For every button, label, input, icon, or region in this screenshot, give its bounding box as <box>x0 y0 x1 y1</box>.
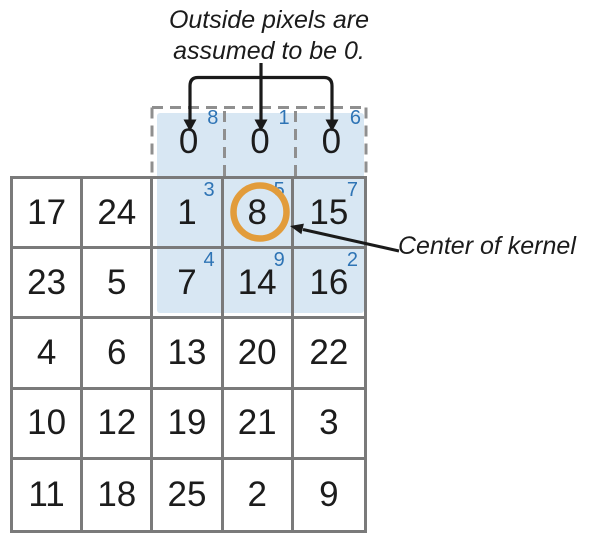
pixel-value: 20 <box>237 332 277 372</box>
outside-pixels-caption: Outside pixels are assumed to be 0. <box>116 5 422 67</box>
matrix-cell: 22 <box>293 319 364 390</box>
matrix-cell: 23 <box>13 249 84 320</box>
matrix-cell: 2 <box>224 459 294 530</box>
matrix-cell: 24 <box>83 179 154 250</box>
pixel-value: 6 <box>107 332 127 372</box>
matrix-cell: 10 <box>13 389 84 460</box>
kernel-weight: 7 <box>346 179 358 201</box>
pixel-value: 0 <box>250 121 270 161</box>
zero-padding-row: 8 0 1 0 6 0 <box>153 107 367 176</box>
pixel-value: 3 <box>319 403 339 443</box>
caption-line-1: Outside pixels are <box>168 6 370 34</box>
matrix-cell: 18 <box>83 459 154 530</box>
center-of-kernel-label: Center of kernel <box>398 232 576 260</box>
pixel-value: 5 <box>107 262 127 302</box>
padding-cell: 1 0 <box>224 107 295 176</box>
pixel-value: 11 <box>28 474 65 514</box>
pixel-value: 22 <box>309 332 349 372</box>
pixel-value: 4 <box>36 332 57 372</box>
padding-cell: 6 0 <box>296 107 367 176</box>
padding-cell: 8 0 <box>153 107 224 176</box>
matrix-cell: 19 <box>153 389 224 460</box>
matrix-cell: 9 <box>294 460 364 530</box>
kernel-weight: 6 <box>349 107 361 129</box>
matrix-cell: 20 <box>223 319 294 390</box>
pixel-value: 24 <box>97 192 137 232</box>
pixel-value: 2 <box>247 474 267 514</box>
pixel-value: 16 <box>309 262 349 302</box>
pixel-value: 0 <box>321 121 342 161</box>
pixel-value: 17 <box>27 192 67 232</box>
pixel-value: 13 <box>167 332 207 372</box>
pixel-value: 14 <box>237 262 277 302</box>
kernel-weight: 3 <box>203 179 215 201</box>
kernel-weight: 9 <box>273 249 285 272</box>
pixel-value: 1 <box>177 192 197 232</box>
pixel-value: 9 <box>319 474 339 514</box>
pixel-value: 10 <box>27 403 67 443</box>
pixel-value: 18 <box>97 474 137 514</box>
kernel-weight: 5 <box>273 179 285 201</box>
kernel-weight: 4 <box>203 249 215 272</box>
pixel-value: 21 <box>237 403 277 443</box>
matrix-cell: 3 <box>293 390 364 460</box>
pixel-value: 23 <box>27 262 67 302</box>
matrix-cell: 17 <box>13 179 84 250</box>
pixel-value: 25 <box>167 474 207 514</box>
matrix-cell: 12 <box>83 389 154 460</box>
caption-line-2: assumed to be 0. <box>173 37 365 65</box>
pixel-value: 12 <box>97 403 137 443</box>
kernel-weight: 8 <box>207 107 219 129</box>
kernel-weight: 2 <box>346 249 358 272</box>
matrix-cell: 13 <box>153 319 224 390</box>
pixel-value: 0 <box>178 121 199 161</box>
kernel-weight: 1 <box>278 107 290 129</box>
matrix-cell: 11 <box>13 459 84 530</box>
matrix-cell: 25 <box>153 459 224 530</box>
matrix-cell: 6 <box>83 319 154 390</box>
matrix-cell: 21 <box>223 389 294 460</box>
matrix-cell: 5 <box>83 249 154 320</box>
pixel-value: 19 <box>167 403 207 443</box>
pixel-value: 8 <box>247 192 267 232</box>
pixel-value: 15 <box>309 192 349 232</box>
pixel-value: 7 <box>177 262 197 302</box>
matrix-cell: 4 <box>13 319 84 390</box>
